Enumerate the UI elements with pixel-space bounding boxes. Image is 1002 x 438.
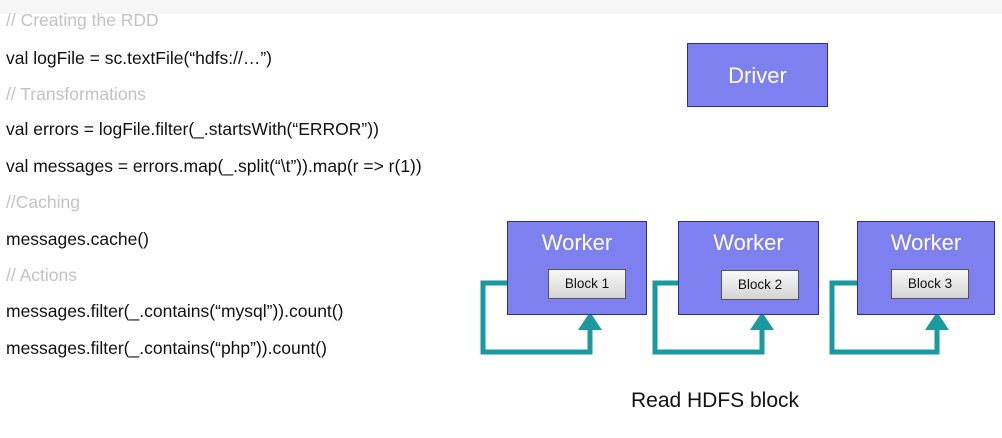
- read-arrow-2: [652, 280, 765, 355]
- code-line-cache: messages.cache(): [6, 229, 149, 249]
- code-line-php-count: messages.filter(_.contains(“php”)).count…: [6, 338, 327, 358]
- diagram-caption: Read HDFS block: [630, 389, 800, 412]
- top-band: [0, 0, 1002, 14]
- worker-label-2: Worker: [713, 230, 784, 255]
- read-arrow-1: [480, 280, 593, 355]
- arrowhead-2: [750, 312, 774, 330]
- comment-caching: //Caching: [6, 192, 80, 212]
- worker-box-2: Worker Block 2: [678, 221, 819, 315]
- comment-actions: // Actions: [6, 265, 78, 285]
- code-line-errors: val errors = logFile.filter(_.startsWith…: [6, 119, 379, 139]
- worker-box-1: Worker Block 1: [507, 221, 647, 315]
- comment-creating-rdd: // Creating the RDD: [6, 10, 159, 30]
- worker-label-1: Worker: [541, 230, 613, 255]
- code-line-logfile: val logFile = sc.textFile(“hdfs://…”): [6, 48, 272, 68]
- code-line-mysql-count: messages.filter(_.contains(“mysql”)).cou…: [6, 301, 344, 321]
- arrowhead-3: [925, 312, 949, 330]
- read-arrow-3: [829, 280, 940, 355]
- code-line-messages: val messages = errors.map(_.split(“\t”))…: [6, 156, 422, 176]
- worker-box-3: Worker Block 3: [857, 221, 995, 315]
- block-3: Block 3: [891, 269, 969, 299]
- driver-box: Driver: [687, 43, 828, 107]
- comment-transformations: // Transformations: [6, 84, 147, 104]
- block-2: Block 2: [721, 270, 799, 300]
- worker-label-3: Worker: [890, 230, 962, 255]
- arrowhead-1: [578, 312, 602, 330]
- block-1: Block 1: [548, 269, 626, 299]
- driver-label: Driver: [728, 63, 787, 88]
